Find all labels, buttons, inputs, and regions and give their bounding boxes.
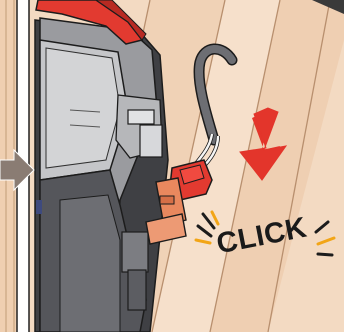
wall-device — [35, 18, 168, 332]
